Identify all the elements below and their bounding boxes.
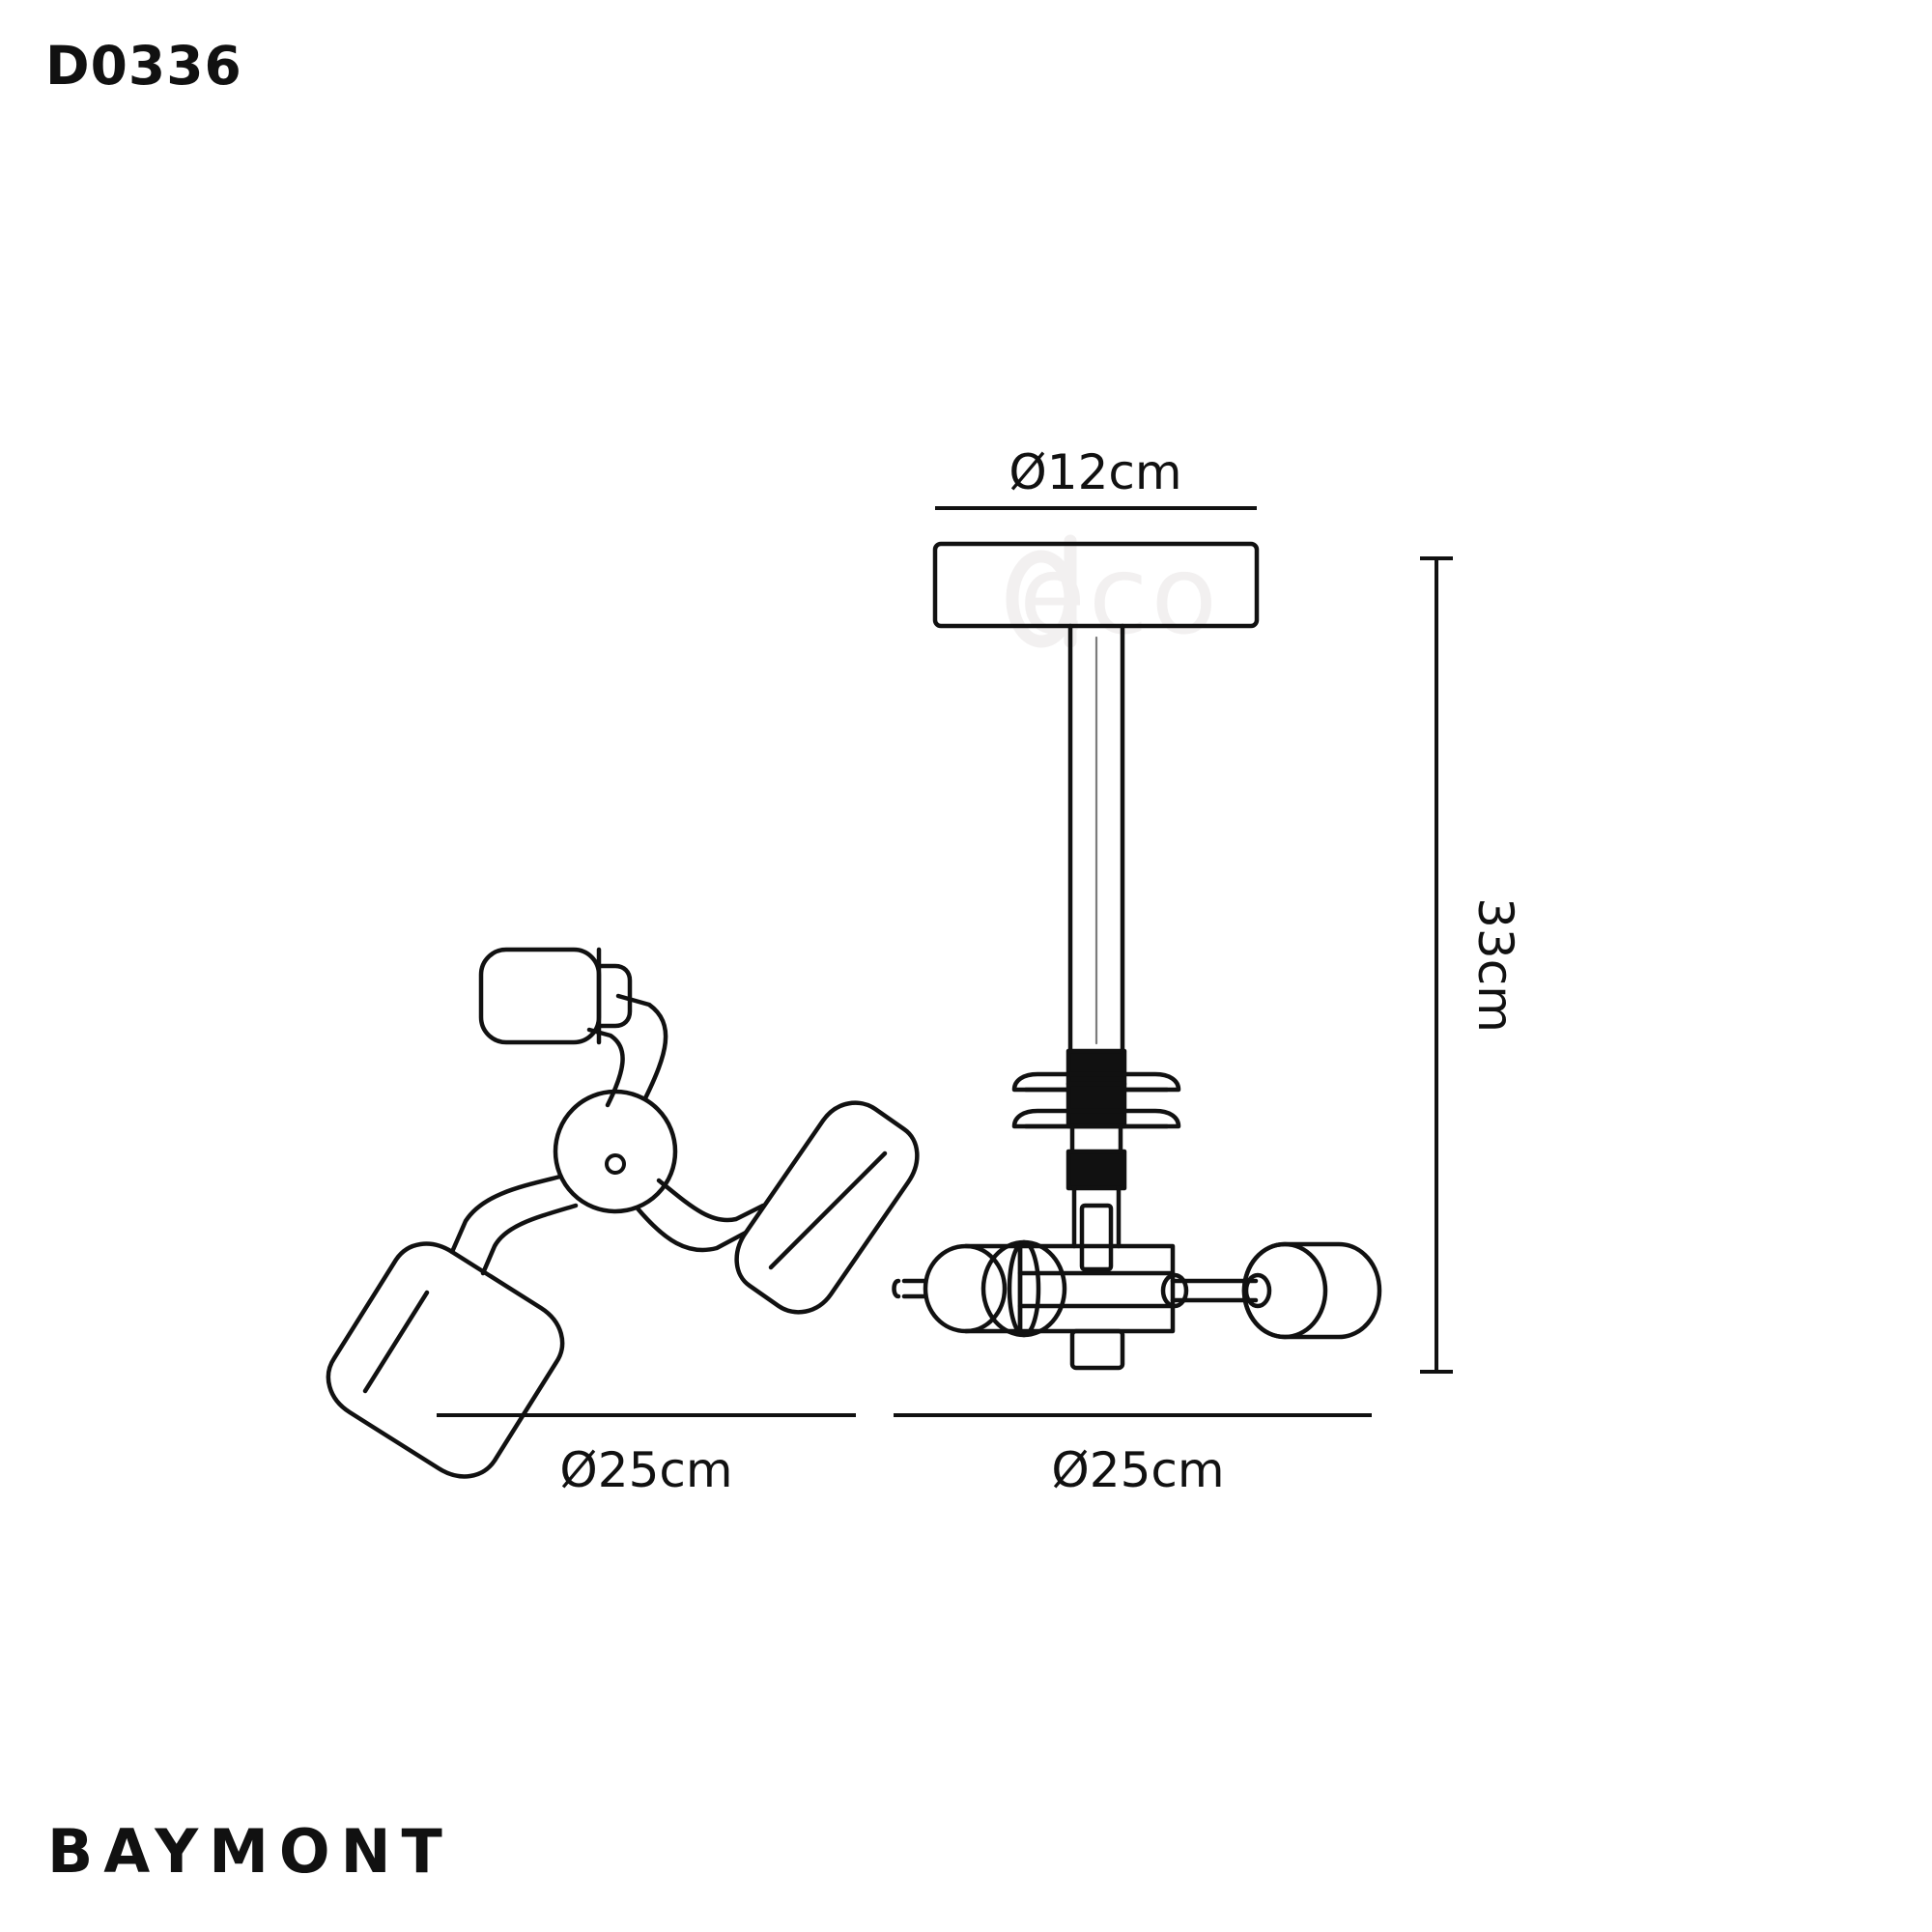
product-code: D0336 [45, 35, 242, 97]
elevation-view-group [892, 541, 1382, 1371]
plan-center-hub [553, 1089, 678, 1214]
plan-arm-upper [615, 993, 668, 1101]
elevation-ceiling-plate [932, 541, 1260, 629]
elevation-lower-rod [1065, 1123, 1127, 1272]
elevation-lamp-left [892, 1239, 1067, 1338]
plan-arm-right [656, 1178, 766, 1223]
dimension-overall-height: 33cm [1420, 556, 1523, 1374]
plan-center-screw [605, 1153, 626, 1175]
brand-wordmark: BAYMONT [47, 1816, 453, 1887]
dimension-overall-height-label: 33cm [1467, 897, 1523, 1033]
dimension-elevation-diameter-label: Ø25cm [1051, 1442, 1224, 1498]
elevation-center-body [1017, 1243, 1176, 1371]
deco-watermark: eco [1006, 533, 1220, 659]
plan-arm-lower [449, 1174, 563, 1255]
plan-view-group [326, 947, 920, 1479]
plan-lamp-head-3 [326, 1241, 565, 1479]
elevation-lamp-right [1160, 1241, 1382, 1340]
plan-lamp-head-2 [734, 1100, 920, 1315]
dimension-plan-diameter: Ø25cm [437, 1413, 856, 1498]
dimension-plate-diameter-label: Ø12cm [1009, 444, 1181, 500]
elevation-threaded-collar-upper [1011, 1048, 1181, 1129]
elevation-drop-rod [1067, 623, 1125, 1058]
plan-lamp-head-1 [478, 947, 633, 1045]
dimension-elevation-diameter: Ø25cm [894, 1413, 1372, 1498]
dimension-plate-diameter: Ø12cm [935, 444, 1257, 510]
dimension-plan-diameter-label: Ø25cm [559, 1442, 732, 1498]
svg-text:eco: eco [1019, 533, 1220, 659]
